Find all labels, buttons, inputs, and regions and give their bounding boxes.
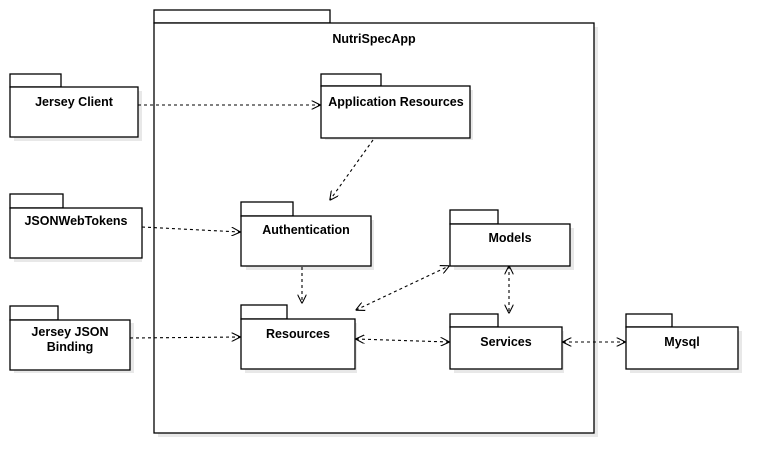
package-resources-label: Resources [266, 327, 330, 341]
package-jersey-client-label: Jersey Client [35, 95, 114, 109]
dependency-resources-models [356, 266, 449, 310]
package-models-label: Models [488, 231, 531, 245]
package-application-resources[interactable]: Application Resources [320, 73, 473, 140]
package-authentication[interactable]: Authentication [240, 201, 374, 270]
package-jersey-client[interactable]: Jersey Client [9, 73, 142, 141]
package-jsonwebtokens-label: JSONWebTokens [24, 214, 127, 228]
package-mysql-label: Mysql [664, 335, 699, 349]
package-application-resources-label: Application Resources [328, 95, 463, 109]
package-nutrispecapp-label: NutriSpecApp [332, 32, 416, 46]
package-services-label: Services [480, 335, 531, 349]
package-models[interactable]: Models [449, 209, 574, 270]
dependency-jsonwebtokens-to-authentication [141, 226, 240, 232]
package-authentication-label: Authentication [262, 223, 350, 237]
package-resources[interactable]: Resources [240, 304, 357, 373]
package-jersey-json-binding-label: Jersey JSON [31, 325, 108, 339]
dependency-jersey-json-binding-to-resources [129, 337, 240, 338]
package-mysql[interactable]: Mysql [625, 313, 742, 373]
package-jsonwebtokens[interactable]: JSONWebTokens [9, 193, 143, 262]
package-services[interactable]: Services [449, 313, 564, 373]
package-jersey-json-binding-label-2: Binding [47, 340, 94, 354]
dependency-application-resources-to-authentication [330, 139, 374, 200]
package-jersey-json-binding[interactable]: Jersey JSON Binding [9, 305, 134, 373]
